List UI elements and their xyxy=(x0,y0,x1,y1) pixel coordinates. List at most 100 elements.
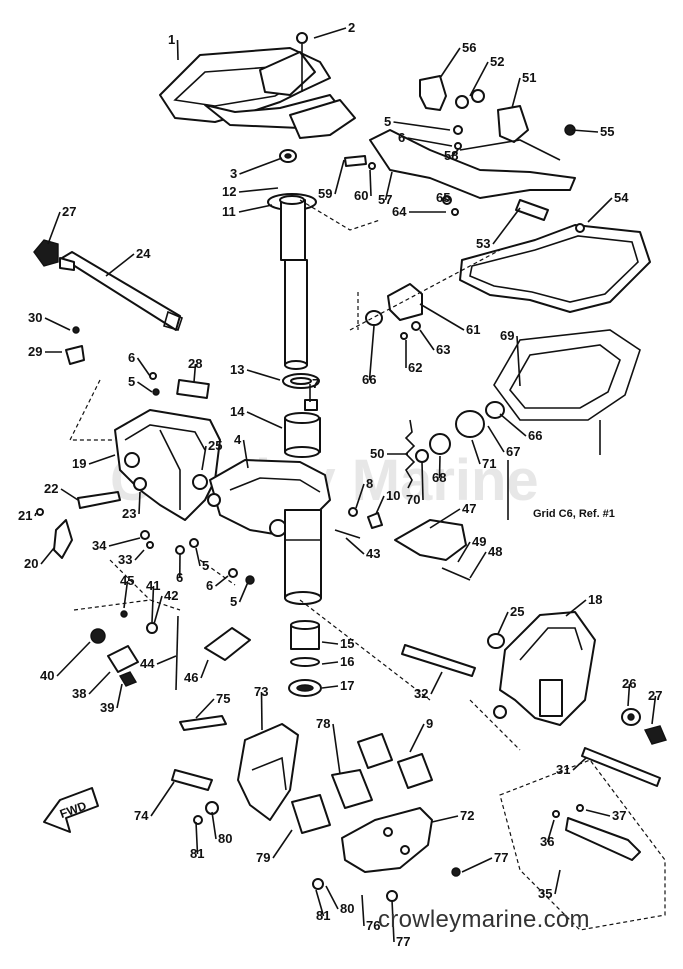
part-number-label: 3 xyxy=(230,166,237,181)
part-number-label: 37 xyxy=(612,808,626,823)
footer-website: crowleymarine.com xyxy=(378,906,590,933)
part-label-leader xyxy=(409,723,425,753)
part-number-label: 79 xyxy=(256,850,270,865)
part-label-leader xyxy=(554,869,561,895)
part-number-label: 5 xyxy=(384,114,391,129)
part-number-label: 23 xyxy=(122,506,136,521)
part-label-leader xyxy=(407,137,453,147)
part-label-leader xyxy=(238,187,279,193)
part-number-label: 80 xyxy=(340,901,354,916)
part-number-label: 48 xyxy=(488,544,502,559)
part-label-leader xyxy=(355,483,365,509)
part-label-leader xyxy=(325,885,339,910)
part-number-label: 24 xyxy=(136,246,151,261)
part-number-label: 66 xyxy=(528,428,542,443)
part-number-label: 19 xyxy=(72,456,86,471)
clamp-bracket-right-drawing xyxy=(401,611,596,726)
part-label-leader xyxy=(246,369,281,381)
part-label-leader xyxy=(201,445,207,471)
part-label-leader xyxy=(461,857,493,873)
part-label-leader xyxy=(651,695,657,725)
part-label-leader xyxy=(313,27,347,39)
part-label-leader xyxy=(492,207,521,245)
part-number-label: 29 xyxy=(28,344,42,359)
part-number-label: 6 xyxy=(206,578,213,593)
part-number-label: 2 xyxy=(348,20,355,35)
part-number-label: 70 xyxy=(406,492,420,507)
part-label-leader xyxy=(499,413,527,437)
part-label-leader xyxy=(153,595,163,625)
part-number-label: 5 xyxy=(202,558,209,573)
part-label-leader xyxy=(40,547,55,565)
part-label-leader xyxy=(123,580,129,609)
part-label-leader xyxy=(176,39,179,61)
part-number-label: 27 xyxy=(62,204,76,219)
rubber-mounts-drawing xyxy=(291,733,433,834)
part-number-label: 59 xyxy=(318,186,332,201)
part-number-label: 12 xyxy=(222,184,236,199)
part-number-label: 38 xyxy=(72,686,86,701)
part-number-label: 71 xyxy=(482,456,496,471)
part-number-label: 53 xyxy=(476,236,490,251)
part-label-leader xyxy=(88,671,111,695)
part-label-leader xyxy=(419,303,465,331)
bottom-cowl-plate-drawing xyxy=(493,329,641,520)
bolts-6-5-drawing xyxy=(140,372,255,585)
part-number-label: 65 xyxy=(436,190,450,205)
part-number-label: 5 xyxy=(128,374,135,389)
part-label-leader xyxy=(443,197,449,201)
part-number-label: 62 xyxy=(408,360,422,375)
upper-right-mount-drawing xyxy=(344,75,576,221)
part-label-leader xyxy=(469,551,487,579)
part-label-leader xyxy=(585,809,611,817)
part-number-label: 67 xyxy=(506,444,520,459)
part-number-label: 20 xyxy=(24,556,38,571)
part-number-label: 26 xyxy=(622,676,636,691)
part-label-leader xyxy=(450,149,459,157)
part-label-leader xyxy=(391,899,395,943)
part-number-label: 28 xyxy=(188,356,202,371)
part-number-label: 4 xyxy=(234,432,242,447)
part-number-label: 6 xyxy=(128,350,135,365)
part-number-label: 47 xyxy=(462,501,476,516)
spring-and-link-drawing xyxy=(394,419,471,581)
part-number-label: 11 xyxy=(222,204,236,219)
part-label-leader xyxy=(332,723,341,775)
part-label-leader xyxy=(429,508,461,529)
part-number-label: 32 xyxy=(414,686,428,701)
part-label-leader xyxy=(137,381,153,393)
part-label-leader xyxy=(361,894,365,927)
tilt-shaft-nut-drawing xyxy=(581,708,667,787)
part-label-leader xyxy=(587,197,613,223)
part-label-leader xyxy=(334,159,345,195)
part-label-leader xyxy=(60,488,79,501)
part-label-leader xyxy=(516,335,521,387)
part-number-label: 49 xyxy=(472,534,486,549)
part-number-label: 61 xyxy=(466,322,480,337)
part-number-label: 73 xyxy=(254,684,268,699)
part-number-label: 31 xyxy=(556,762,570,777)
part-label-leader xyxy=(56,641,91,677)
bolt-22-drawing xyxy=(36,491,121,559)
part-label-leader xyxy=(47,211,61,245)
part-number-label: 25 xyxy=(510,604,524,619)
part-number-label: 22 xyxy=(44,481,58,496)
gasket-54-drawing xyxy=(459,223,651,313)
part-number-label: 72 xyxy=(460,808,474,823)
part-number-label: 42 xyxy=(164,588,178,603)
dashed-leaders xyxy=(69,199,521,751)
part-number-label: 55 xyxy=(600,124,614,139)
part-label-leader xyxy=(315,889,325,917)
part-number-label: 35 xyxy=(538,886,552,901)
part-label-leader xyxy=(44,317,71,331)
part-label-leader xyxy=(105,253,135,277)
part-number-label: 56 xyxy=(462,40,476,55)
steering-bracket-drawing xyxy=(159,32,356,139)
part-number-label: 64 xyxy=(392,204,407,219)
tilt-rod-kit-drawing xyxy=(499,759,666,931)
part-number-label: 50 xyxy=(370,446,384,461)
part-number-label: 10 xyxy=(386,488,400,503)
part-label-leader xyxy=(369,169,372,197)
